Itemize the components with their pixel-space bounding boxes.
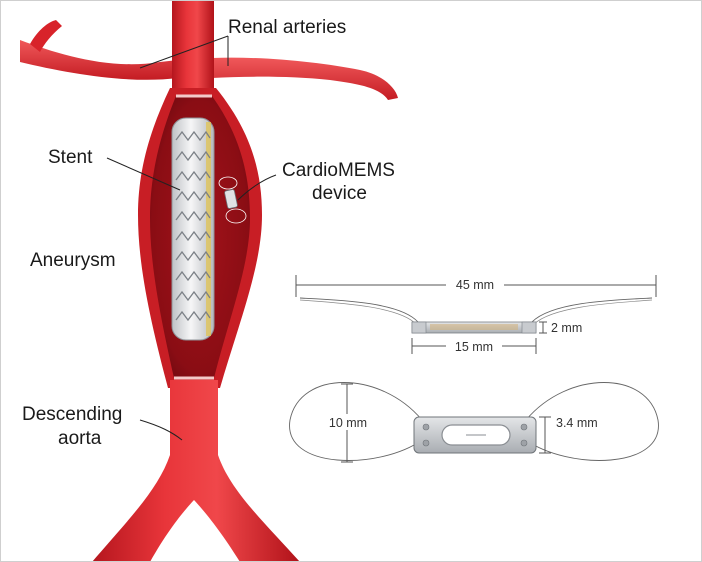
- dim-body-length: 15 mm: [455, 340, 493, 354]
- label-renal-arteries: Renal arteries: [228, 17, 346, 38]
- dim-height: 2 mm: [551, 321, 582, 335]
- dim-loop-diameter: 10 mm: [329, 416, 367, 430]
- label-descending-2: aorta: [58, 428, 102, 449]
- stent-graft: [171, 117, 215, 341]
- device-side-view: 45 mm 2 mm 15 mm: [295, 275, 657, 354]
- dim-width: 3.4 mm: [556, 416, 598, 430]
- implanted-cardiomems: [218, 176, 247, 224]
- label-aneurysm: Aneurysm: [30, 250, 116, 271]
- label-cardiomems-2: device: [312, 183, 367, 204]
- aorta-lower: [92, 380, 300, 562]
- device-top-view: 10 mm 3.4 mm: [289, 382, 659, 463]
- aorta-upper: [172, 0, 214, 95]
- renal-arteries: [20, 20, 398, 100]
- label-descending-1: Descending: [22, 404, 122, 425]
- label-cardiomems-1: CardioMEMS: [282, 160, 395, 181]
- dim-total-length: 45 mm: [456, 278, 494, 292]
- label-stent: Stent: [48, 147, 93, 168]
- leader-lines: [106, 35, 277, 441]
